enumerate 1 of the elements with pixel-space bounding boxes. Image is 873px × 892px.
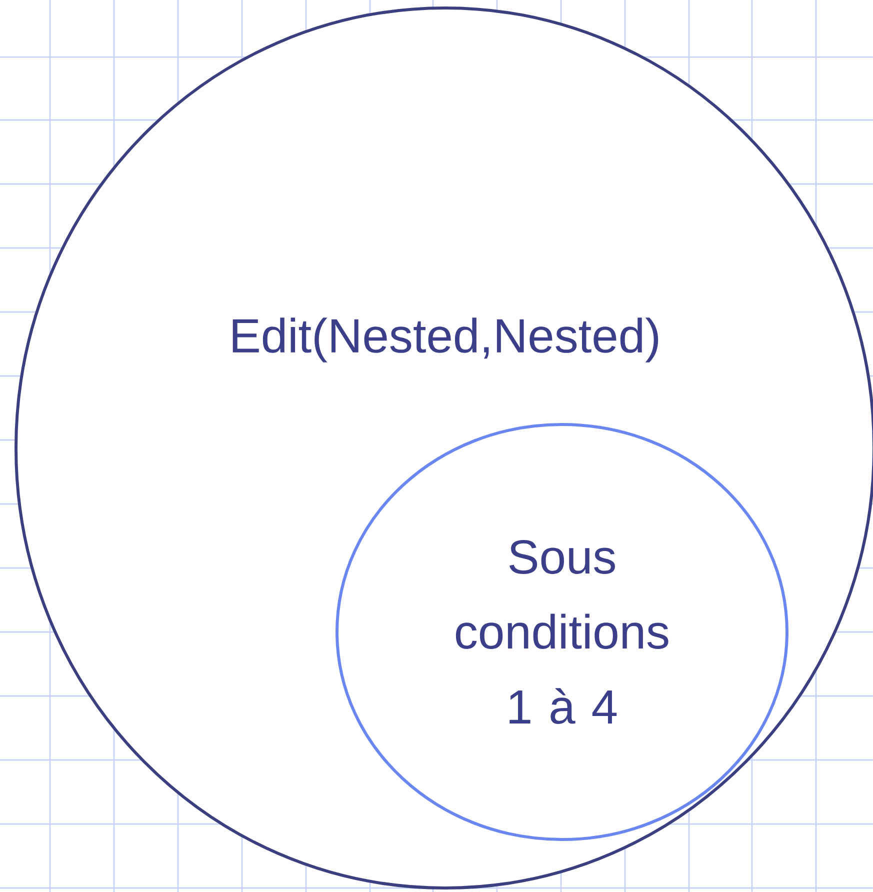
- node-label: Edit(Nested,Nested): [232, 318, 658, 362]
